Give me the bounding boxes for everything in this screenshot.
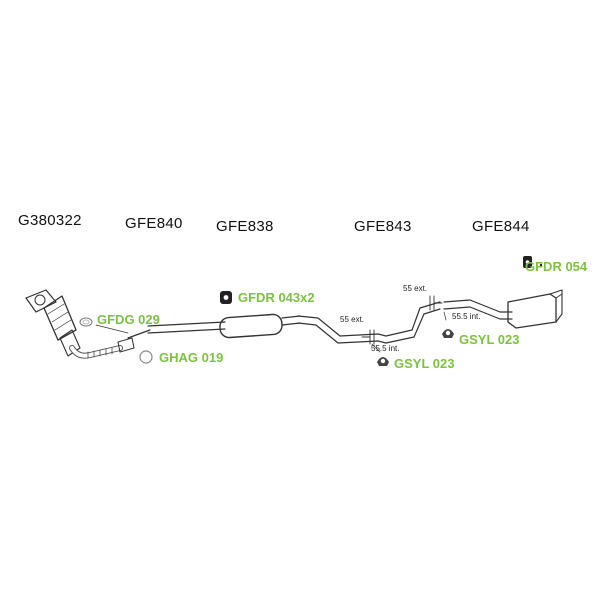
part-number-label: GFE838 [216,218,274,235]
ring-gasket-icon [139,350,153,364]
dimension-note: 55 ext. [340,315,365,324]
dimension-note: 55 ext. [403,284,428,293]
joint-markers [361,295,443,345]
rear-silencer-drawing [443,289,563,329]
part-number-label: GFE840 [125,215,183,232]
rubber-mount-icon [523,256,543,268]
dimension-note: 55.5 int. [371,344,400,353]
accessory-code-label: GHAG 019 [159,350,224,365]
front-silencer-drawing [147,313,301,339]
catalytic-converter-drawing [25,289,81,357]
dimension-note: 55.5 int. [452,312,481,321]
accessory-code-label: GFDR 054 [525,259,588,274]
gasket-ring-icon [79,317,93,327]
flex-pipe-drawing [69,329,151,359]
accessory-code-label: GSYL 023 [394,356,455,371]
part-number-label: G380322 [18,212,82,229]
part-number-label: GFE844 [472,218,530,235]
clamp-icon [377,357,389,366]
part-number-label: GFE843 [354,218,412,235]
clamp-icon [442,329,454,338]
rubber-mount-icon [220,291,232,304]
accessory-code-label: GFDG 029 [97,312,160,327]
accessory-code-label: GFDR 043x2 [238,290,315,305]
accessory-code-label: GSYL 023 [459,332,520,347]
